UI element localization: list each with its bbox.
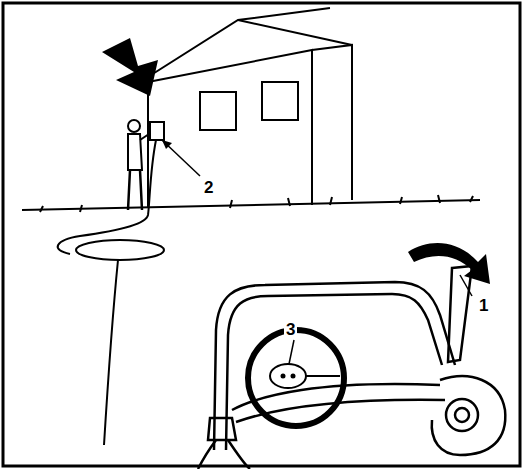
leader-line [289,340,294,364]
mower-handle [198,266,505,469]
leader-head [162,140,172,149]
leader-line [460,275,472,296]
callout-number: 3 [284,320,297,339]
house [22,8,480,212]
frame [3,3,520,466]
outlet [150,122,164,140]
callout-number: 1 [477,296,490,315]
rotation-arrow [408,243,490,284]
person [128,120,152,210]
leader-line [162,140,200,176]
plug [270,364,340,388]
callout-number: 2 [202,178,215,197]
highlight-circle [248,330,344,426]
pointer-arrow [102,38,158,96]
extension-cable [58,140,164,445]
